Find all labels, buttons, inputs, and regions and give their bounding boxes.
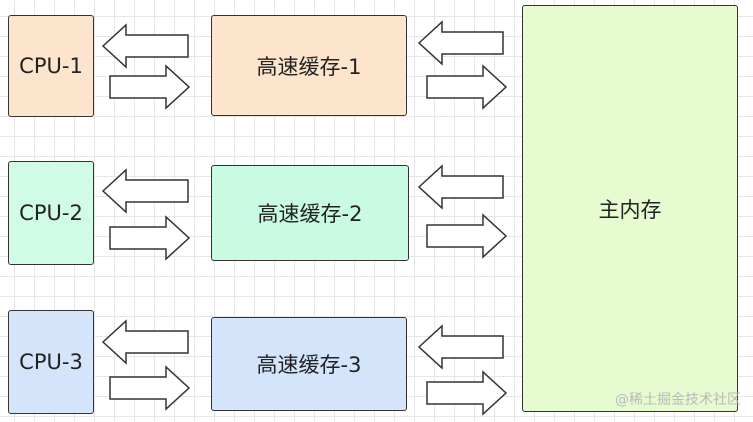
cpu-3-request-arrow	[101, 319, 189, 365]
cpu-1-label: CPU-1	[19, 54, 83, 78]
cache-2-request-arrow	[417, 164, 504, 210]
cache-2-label: 高速缓存-2	[257, 202, 363, 226]
cpu-2-response-arrow	[109, 215, 191, 261]
cache-1-label: 高速缓存-1	[256, 54, 362, 79]
cache-3-request-arrow	[417, 324, 504, 370]
cache-1-request-arrow	[417, 20, 504, 66]
main-memory-box: 主内存	[522, 5, 738, 412]
cpu-2-label: CPU-2	[19, 201, 83, 225]
cpu-3-box: CPU-3	[8, 310, 94, 414]
cache-3-response-arrow	[426, 370, 508, 416]
cpu-1-request-arrow	[101, 23, 189, 69]
cache-3-label: 高速缓存-3	[256, 353, 362, 377]
cpu-1-box: CPU-1	[8, 15, 94, 117]
cpu-1-response-arrow	[109, 64, 191, 110]
cache-1-box: 高速缓存-1	[211, 15, 407, 116]
watermark: @稀土掘金技术社区	[615, 392, 741, 408]
cpu-2-request-arrow	[101, 168, 189, 214]
main-memory-label: 主内存	[598, 197, 662, 222]
cpu-2-box: CPU-2	[8, 161, 94, 265]
cpu-3-label: CPU-3	[19, 350, 83, 374]
cpu-3-response-arrow	[109, 365, 191, 411]
cache-1-response-arrow	[426, 64, 508, 110]
cache-2-box: 高速缓存-2	[211, 165, 409, 261]
cache-2-response-arrow	[426, 213, 508, 259]
cache-3-box: 高速缓存-3	[211, 317, 407, 411]
